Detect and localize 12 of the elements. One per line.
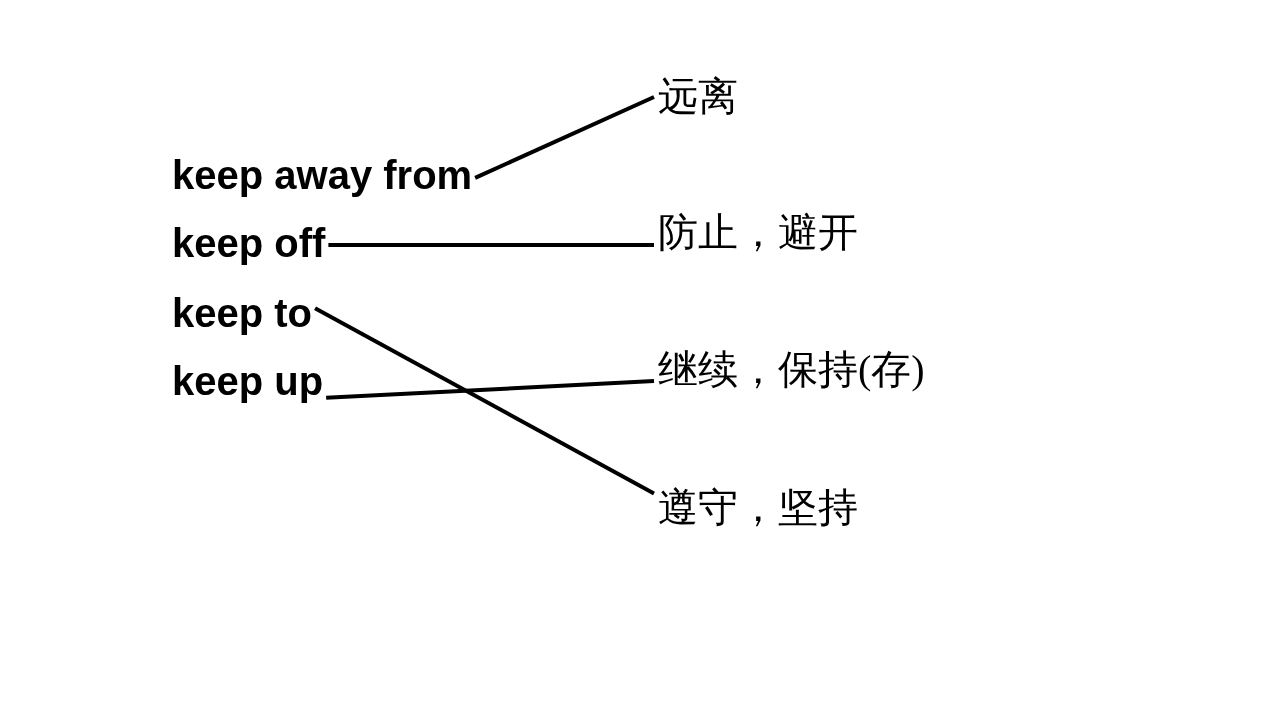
phrase-text: keep away from	[172, 151, 473, 199]
phrase-text: keep up	[172, 357, 324, 405]
connecting-line	[474, 95, 655, 180]
connecting-line	[326, 379, 655, 400]
connecting-line	[314, 306, 655, 496]
phrase-text: keep off	[172, 219, 326, 267]
meaning-text: 远离	[658, 73, 738, 121]
meaning-text: 防止，避开	[658, 209, 858, 257]
meaning-text: 遵守，坚持	[658, 484, 858, 532]
meaning-text: 继续，保持(存)	[658, 346, 925, 394]
phrase-text: keep to	[172, 289, 313, 337]
connecting-line	[328, 242, 654, 247]
